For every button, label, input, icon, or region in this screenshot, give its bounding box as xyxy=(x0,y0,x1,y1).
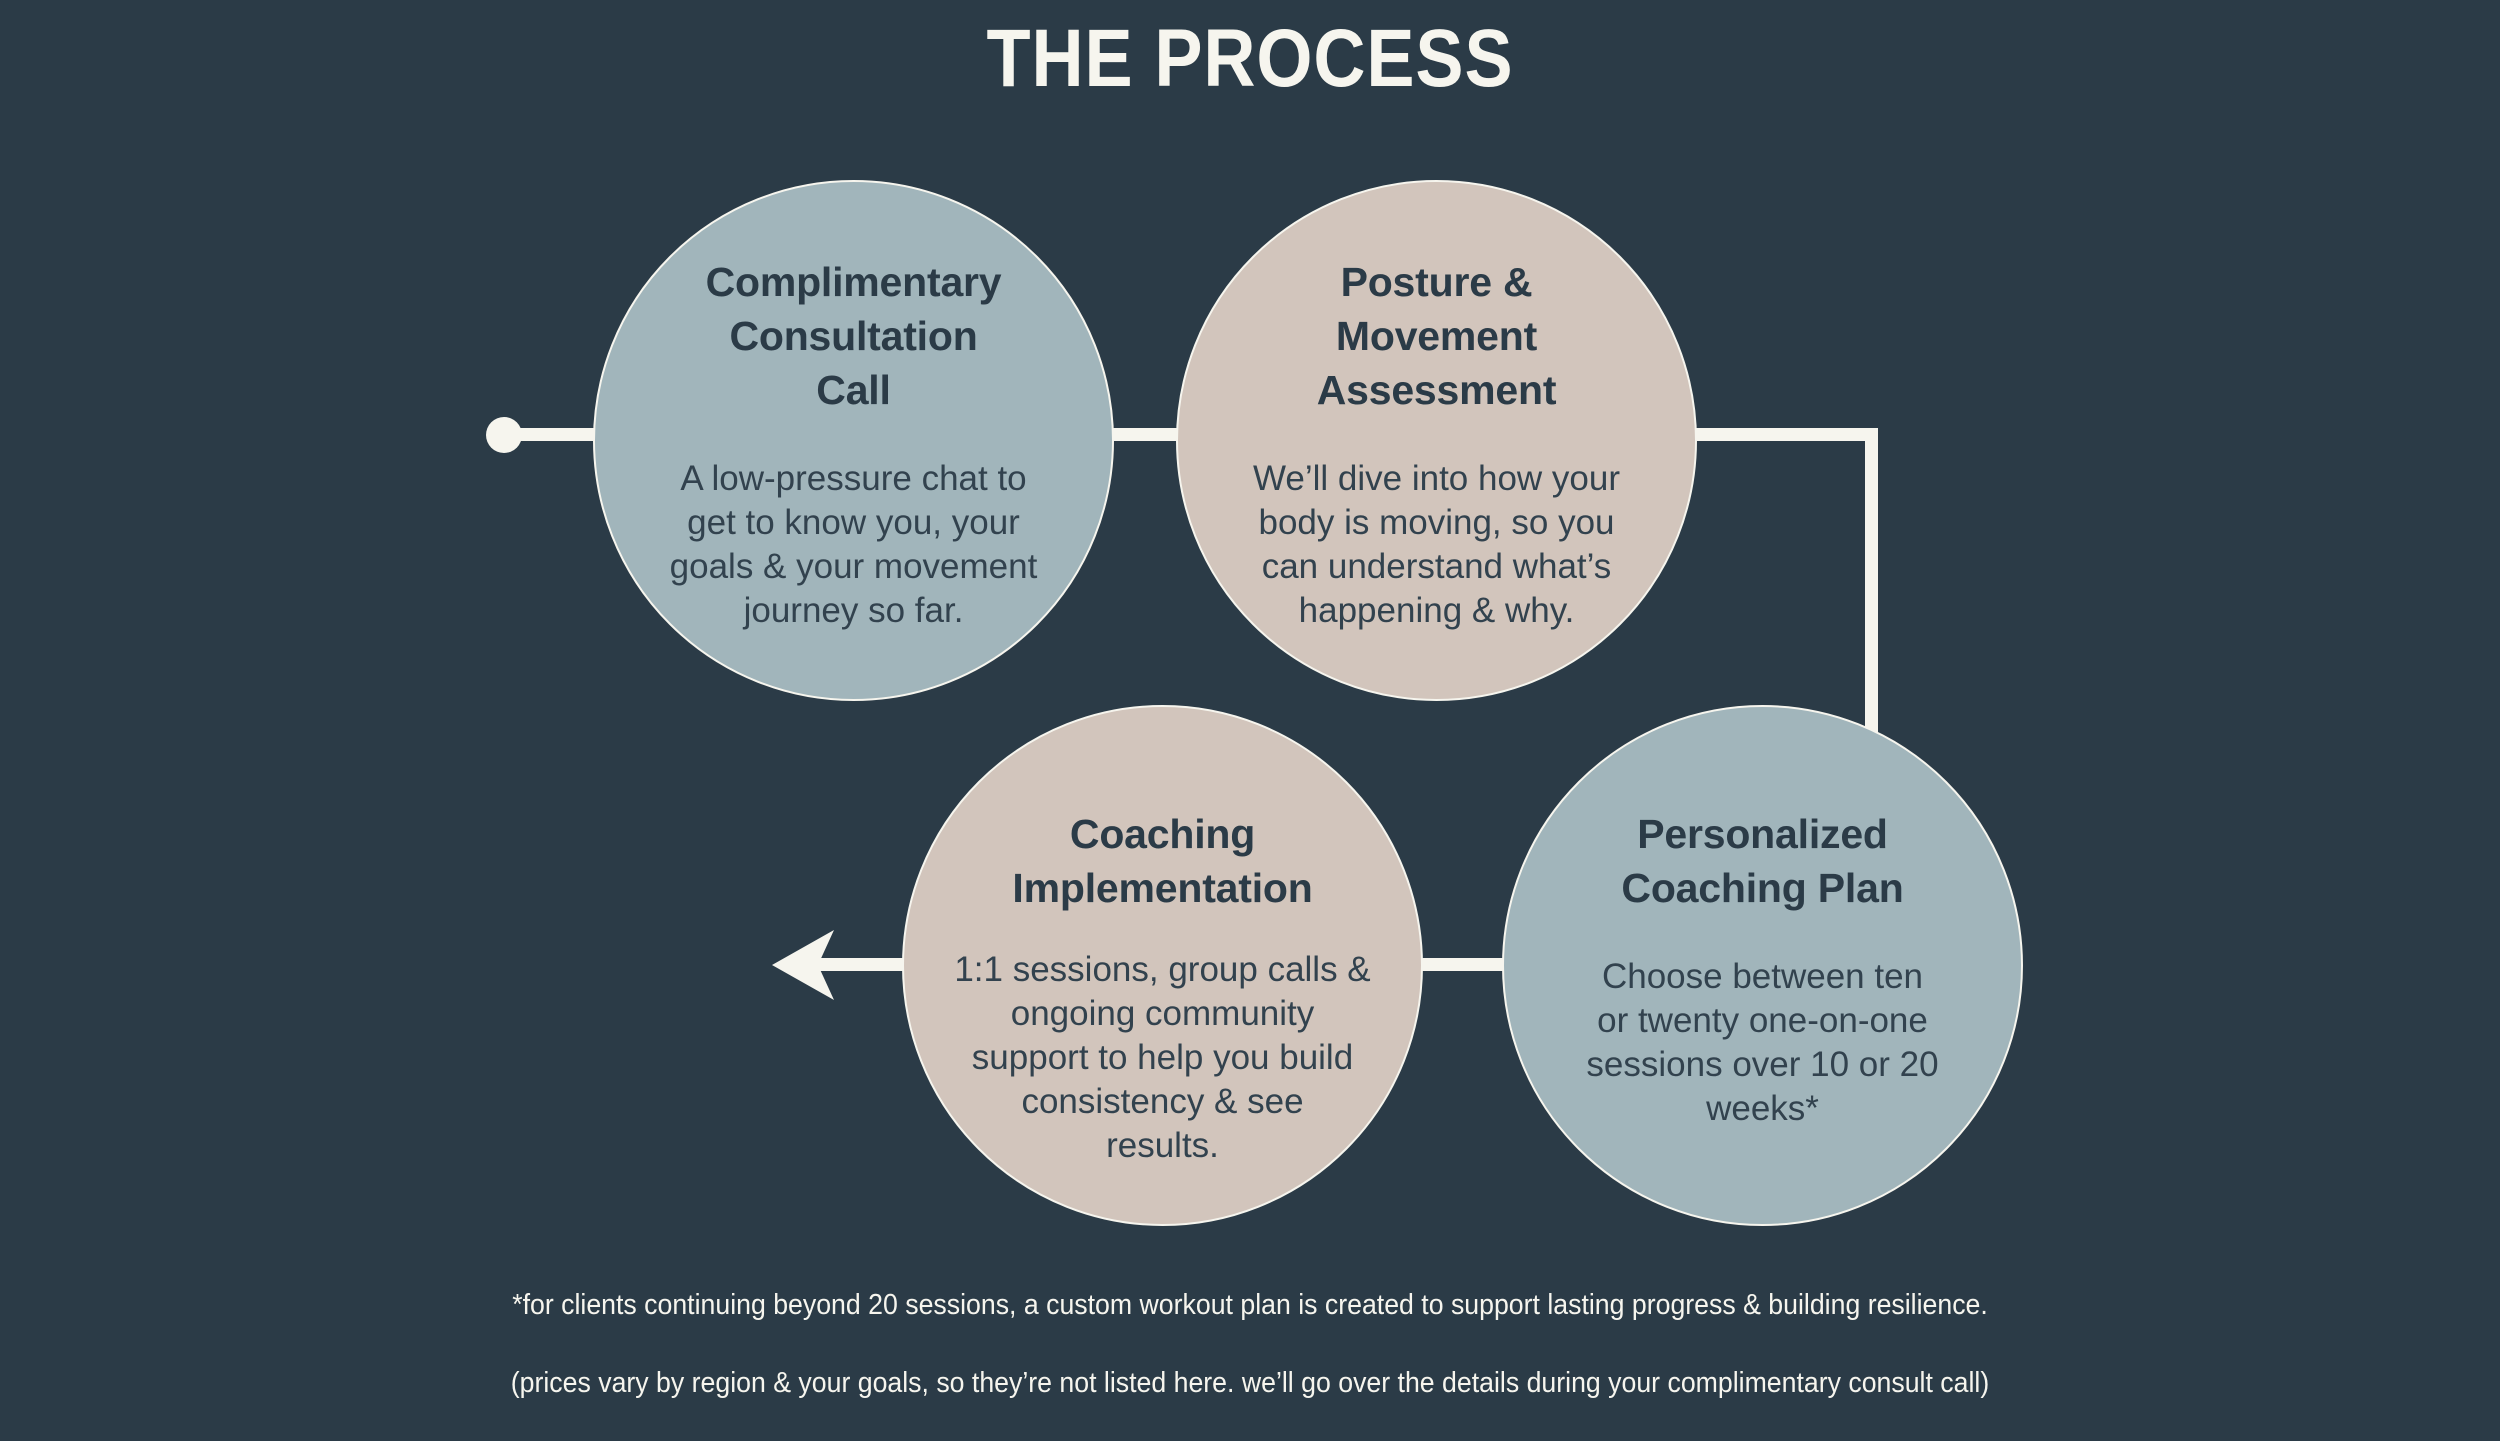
process-step-implementation[interactable]: Coaching Implementation 1:1 sessions, gr… xyxy=(902,705,1423,1226)
footnotes: *for clients continuing beyond 20 sessio… xyxy=(0,1285,2500,1441)
step-title-assessment: Posture & Movement Assessment xyxy=(1316,259,1557,413)
process-step-assessment[interactable]: Posture & Movement Assessment We’ll dive… xyxy=(1176,180,1697,701)
connector-assessment-to-plan-vertical xyxy=(1865,428,1878,748)
step-body-implementation: 1:1 sessions, group calls & ongoing comm… xyxy=(954,950,1371,1165)
step-body-assessment: We’ll dive into how your body is moving,… xyxy=(1252,459,1621,630)
footnote-pricing: (prices vary by region & your goals, so … xyxy=(510,1367,1990,1399)
step-body-plan: Choose between ten or twenty one-on-one … xyxy=(1586,957,1939,1128)
step-title-consultation: Complimentary Consultation Call xyxy=(705,259,1002,413)
process-step-plan[interactable]: Personalized Coaching Plan Choose betwee… xyxy=(1502,705,2023,1226)
step-title-plan: Personalized Coaching Plan xyxy=(1621,811,1904,911)
page-title: THE PROCESS xyxy=(986,13,1514,104)
infographic-canvas: THE PROCESS Complimentary Consultation C… xyxy=(486,13,2023,1399)
step-body-consultation: A low-pressure chat to get to know you, … xyxy=(669,459,1038,630)
process-step-consultation[interactable]: Complimentary Consultation Call A low-pr… xyxy=(593,180,1114,701)
step-title-implementation: Coaching Implementation xyxy=(1012,811,1313,911)
footnote-sessions: *for clients continuing beyond 20 sessio… xyxy=(512,1289,1988,1321)
connector-assessment-to-plan-horizontal xyxy=(1660,428,1878,441)
arrow-left-icon xyxy=(772,930,834,1000)
